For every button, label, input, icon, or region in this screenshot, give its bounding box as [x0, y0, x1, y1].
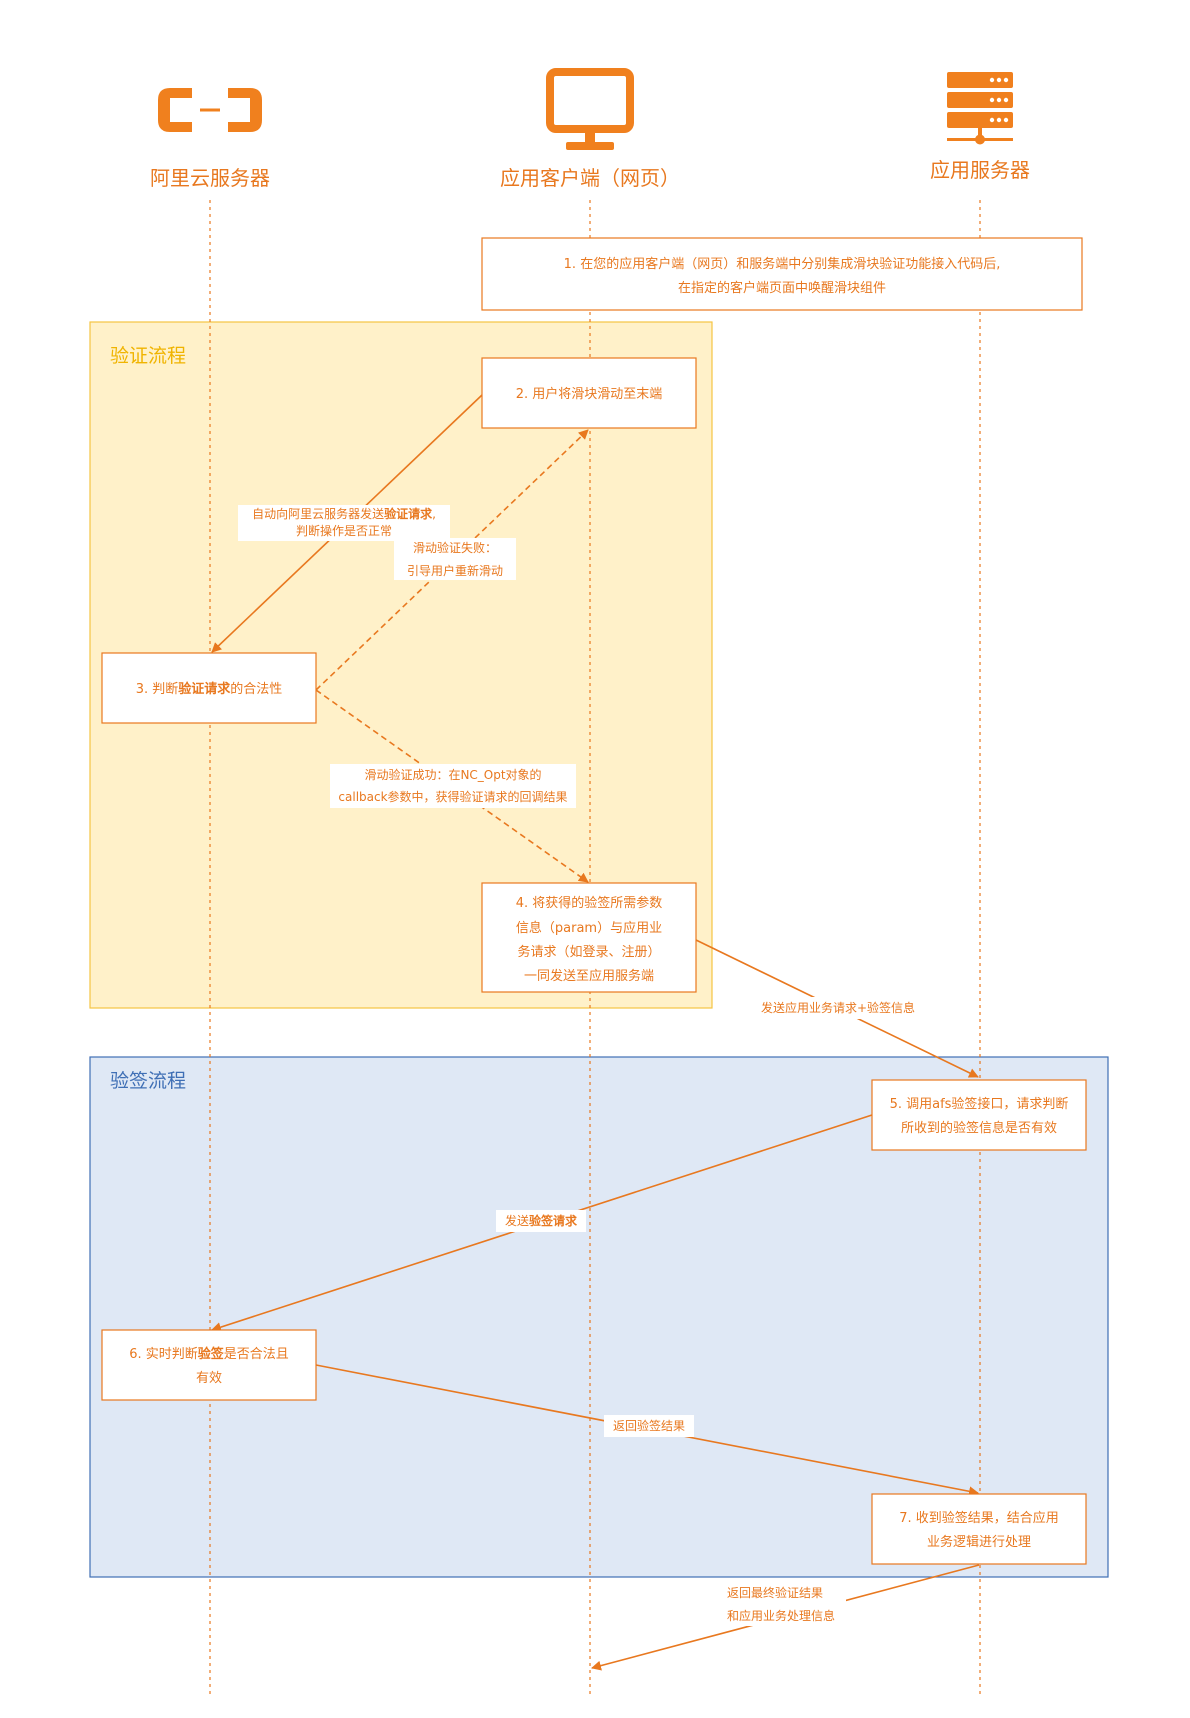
- aliyun-logo-icon: [158, 88, 262, 132]
- step-3-box: 3. 判断验证请求的合法性: [101, 652, 317, 724]
- step-7-line1: 7. 收到验签结果，结合应用: [899, 1510, 1059, 1526]
- label-send-biz: 发送应用业务请求+验签信息: [761, 1000, 915, 1015]
- label-return-final-line2: 和应用业务处理信息: [727, 1608, 835, 1623]
- step-4-line4: 一同发送至应用服务端: [524, 968, 654, 984]
- actor-aliyun-label: 阿里云服务器: [150, 166, 270, 190]
- step-5-line2: 所收到的验签信息是否有效: [901, 1120, 1057, 1136]
- label-slide-fail-line2: 引导用户重新滑动: [407, 563, 503, 578]
- step-2-box: 2. 用户将滑块滑动至末端: [481, 357, 697, 429]
- actor-server-label: 应用服务器: [930, 158, 1030, 182]
- arrow-slide-fail: [315, 429, 589, 691]
- label-slide-fail-line1: 滑动验证失败：: [413, 540, 497, 555]
- step-4-line1: 4. 将获得的验签所需参数: [516, 895, 663, 911]
- step-4-box: 4. 将获得的验签所需参数 信息（param）与应用业 务请求（如登录、注册） …: [481, 882, 697, 993]
- step-7-box: 7. 收到验签结果，结合应用 业务逻辑进行处理: [871, 1493, 1087, 1565]
- step-5-box: 5. 调用afs验签接口，请求判断 所收到的验签信息是否有效: [871, 1079, 1087, 1151]
- server-rack-icon: [947, 72, 1013, 145]
- step-1-line2: 在指定的客户端页面中唤醒滑块组件: [678, 280, 886, 296]
- label-send-sig: 发送验签请求: [505, 1213, 578, 1228]
- step-6-box: 6. 实时判断验签是否合法且 有效: [101, 1329, 317, 1401]
- signature-region-title: 验签流程: [110, 1070, 186, 1092]
- step-6-line1: 6. 实时判断验签是否合法且: [129, 1346, 289, 1362]
- verify-region-title: 验证流程: [110, 345, 186, 367]
- arrow-slide-success: [315, 689, 589, 883]
- monitor-icon: [546, 68, 634, 150]
- label-return-final-line1: 返回最终验证结果: [727, 1585, 823, 1600]
- step-5-line1: 5. 调用afs验签接口，请求判断: [890, 1096, 1069, 1112]
- label-slide-success-line2: callback参数中，获得验证请求的回调结果: [338, 789, 567, 804]
- step-1-line1: 1. 在您的应用客户端（网页）和服务端中分别集成滑块验证功能接入代码后,: [564, 256, 1001, 272]
- step-6-line2: 有效: [196, 1371, 222, 1386]
- label-return-sig: 返回验签结果: [613, 1418, 685, 1433]
- step-3-text: 3. 判断验证请求的合法性: [136, 681, 283, 697]
- label-auto-send-line2: 判断操作是否正常: [296, 523, 392, 538]
- label-slide-success-line1: 滑动验证成功：在NC_Opt对象的: [364, 767, 541, 782]
- label-auto-send: 自动向阿里云服务器发送验证请求,: [252, 506, 436, 521]
- step-7-line2: 业务逻辑进行处理: [927, 1534, 1031, 1550]
- step-4-line2: 信息（param）与应用业: [516, 920, 662, 936]
- actor-client-label: 应用客户端（网页）: [500, 166, 680, 190]
- step-4-line3: 务请求（如登录、注册）: [517, 944, 660, 960]
- step-2-line1: 2. 用户将滑块滑动至末端: [516, 386, 663, 402]
- step-1-box: 1. 在您的应用客户端（网页）和服务端中分别集成滑块验证功能接入代码后, 在指定…: [481, 237, 1083, 311]
